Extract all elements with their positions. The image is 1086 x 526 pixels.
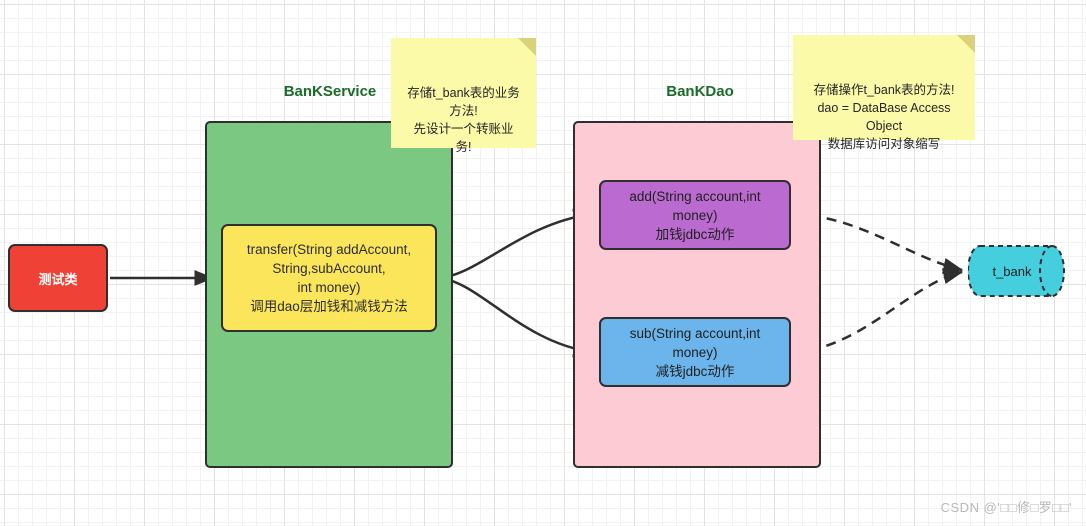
node-add-method-label: add(String account,int money) 加钱jdbc动作 bbox=[629, 188, 761, 242]
sticky-fold-icon bbox=[518, 38, 536, 56]
node-transfer-method-label: transfer(String addAccount, String,subAc… bbox=[246, 242, 412, 314]
csdn-watermark: CSDN @'□□修□罗□□' bbox=[940, 500, 1072, 515]
sticky-note-dao[interactable]: 存储操作t_bank表的方法! dao = DataBase Access Ob… bbox=[793, 35, 975, 151]
node-test-class-label: 测试类 bbox=[38, 271, 78, 287]
title-bankdao: BanKDao bbox=[666, 83, 734, 100]
database-cylinder-icon bbox=[967, 245, 1065, 297]
edge-transfer-to-add bbox=[437, 208, 594, 280]
node-dao-container[interactable] bbox=[573, 121, 821, 468]
sticky-fold-icon bbox=[957, 35, 975, 53]
node-test-class[interactable]: 测试类 bbox=[8, 244, 108, 312]
sticky-note-dao-text: 存储操作t_bank表的方法! dao = DataBase Access Ob… bbox=[813, 83, 955, 151]
sticky-note-service-text: 存储t_bank表的业务 方法! 先设计一个转账业 务! bbox=[407, 86, 520, 154]
node-add-method[interactable]: add(String account,int money) 加钱jdbc动作 bbox=[599, 180, 791, 250]
node-database-label: t_bank bbox=[992, 263, 1032, 279]
edge-transfer-to-sub bbox=[437, 276, 594, 358]
node-sub-method-label: sub(String account,int money) 减钱jdbc动作 bbox=[629, 325, 761, 379]
node-sub-method[interactable]: sub(String account,int money) 减钱jdbc动作 bbox=[599, 317, 791, 387]
title-bankservice: BanKService bbox=[283, 83, 377, 100]
node-transfer-method[interactable]: transfer(String addAccount, String,subAc… bbox=[221, 224, 437, 332]
sticky-note-service[interactable]: 存储t_bank表的业务 方法! 先设计一个转账业 务! bbox=[391, 38, 536, 154]
node-database-cylinder[interactable]: t_bank bbox=[967, 240, 1068, 302]
